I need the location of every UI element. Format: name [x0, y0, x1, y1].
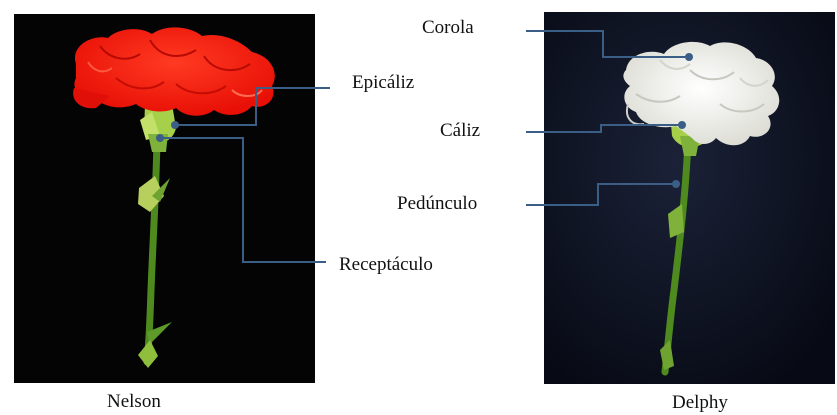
receptaculo-pointer-dot [156, 134, 164, 142]
nelson-lower-bud [138, 340, 158, 368]
leader-lines [156, 30, 693, 263]
epicaliz-pointer-dot [171, 121, 179, 129]
label-pedunculo: Pedúnculo [397, 193, 478, 214]
pedunculo-pointer-dot [672, 180, 680, 188]
pedunculo-leader-line [526, 183, 676, 206]
label-epicaliz: Epicáliz [352, 72, 415, 93]
nelson-mid-leaf [152, 178, 170, 202]
nelson-photo [14, 14, 315, 383]
caliz-leader-line [526, 124, 682, 133]
label-corola: Corola [422, 17, 474, 38]
nelson-epicalyx [140, 112, 160, 140]
label-caliz: Cáliz [440, 120, 481, 141]
nelson-mid-node [138, 176, 164, 212]
delphy-photo [544, 12, 835, 384]
label-receptaculo: Receptáculo [339, 254, 433, 275]
delphy-flower-head [623, 41, 780, 146]
nelson-lower-leaf [147, 322, 172, 344]
delphy-stem-node [668, 204, 684, 238]
delphy-stem-node-lower [660, 340, 674, 370]
receptaculo-leader-line [160, 137, 326, 263]
corola-leader-line [526, 30, 689, 58]
caliz-pointer-dot [678, 121, 686, 129]
caption-nelson: Nelson [107, 391, 161, 412]
nelson-flower-head [73, 27, 275, 116]
epicaliz-leader-line [175, 87, 330, 126]
corola-pointer-dot [685, 53, 693, 61]
caption-delphy: Delphy [672, 392, 728, 413]
